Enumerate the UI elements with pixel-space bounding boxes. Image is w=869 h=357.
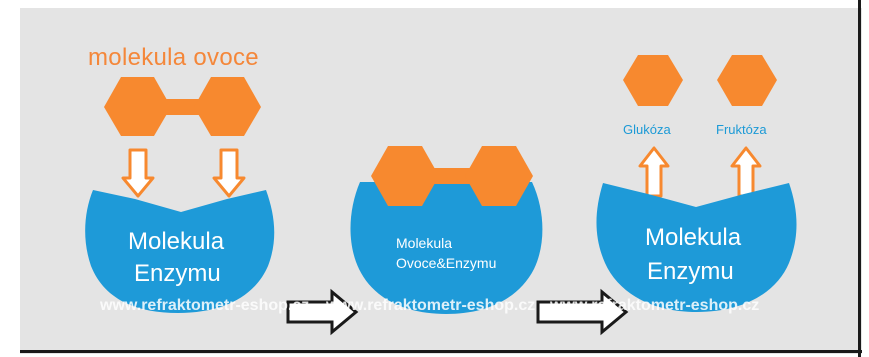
watermark-2: www.refraktometr-eshop.cz [326, 297, 536, 314]
watermark-1: www.refraktometr-eshop.cz [100, 297, 310, 314]
fruit-molecule-title: molekula ovoce [88, 44, 259, 71]
frame-right-edge [858, 0, 861, 357]
fructose-label: Fruktóza [716, 122, 767, 137]
hexagon-right [194, 77, 261, 136]
molecule-bond [434, 168, 470, 184]
molecule-bond [166, 99, 200, 115]
bound-fruit-molecule [371, 146, 533, 206]
process-arrow-2 [536, 288, 629, 336]
up-arrow-right [730, 146, 762, 198]
hexagon-right [465, 146, 533, 206]
glucose-label: Glukóza [623, 122, 671, 137]
enzyme-shape-3 [596, 183, 797, 312]
frame-bottom-edge [20, 350, 862, 353]
enzyme-3-label-line2: Enzymu [647, 258, 734, 285]
down-arrow-left [121, 148, 155, 198]
fructose-hexagon [717, 55, 777, 106]
fruit-molecule-step1 [104, 77, 261, 136]
enzyme-shape-1 [85, 190, 275, 313]
enzyme-1-label-line2: Enzymu [134, 260, 221, 287]
enzyme-1-label-line1: Molekula [128, 228, 225, 255]
enzyme-2-label-line2: Ovoce&Enzymu [396, 255, 497, 271]
glucose-hexagon [623, 55, 683, 106]
process-arrow-1 [286, 288, 359, 336]
enzyme-3-label-line1: Molekula [645, 224, 742, 251]
watermark-3: www.refraktometr-eshop.cz [550, 297, 760, 314]
enzyme-shape-2 [350, 182, 543, 314]
down-arrow-right [212, 148, 246, 198]
hexagon-left [371, 146, 439, 206]
hexagon-left [104, 77, 171, 136]
up-arrow-left [638, 146, 670, 198]
enzyme-2-label-line1: Molekula [396, 235, 453, 251]
